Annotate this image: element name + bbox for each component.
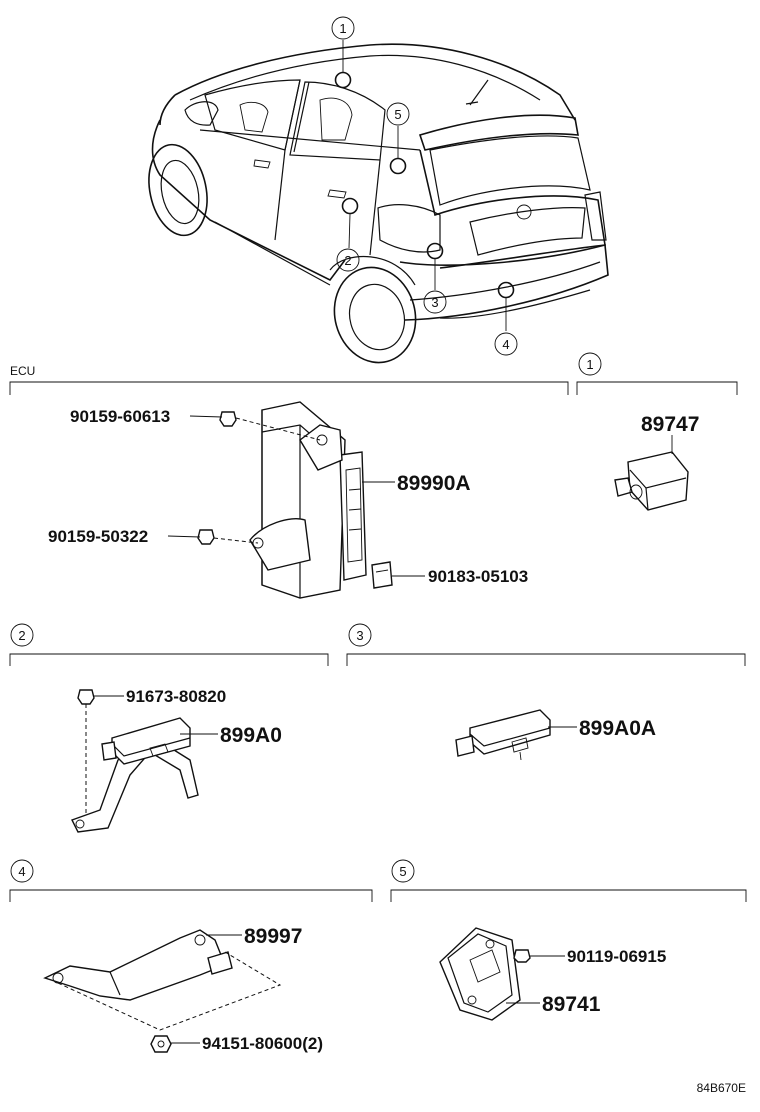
section-ecu-header: ECU <box>9 364 569 395</box>
antenna-89997 <box>43 929 282 1053</box>
car-callout-1: 1 <box>331 16 355 40</box>
svg-text:2: 2 <box>18 628 25 643</box>
bolt-90159-60613-icon <box>219 411 237 427</box>
svg-text:5: 5 <box>399 864 406 879</box>
sensor-89747 <box>614 451 689 511</box>
antenna-899a0 <box>71 689 199 833</box>
ecu-assembly <box>197 401 393 599</box>
part-number-90183-05103[interactable]: 90183-05103 <box>428 567 528 586</box>
antenna-899a0a <box>455 709 551 761</box>
section-5-header: 5 <box>390 859 747 902</box>
part-number-89747[interactable]: 89747 <box>641 413 699 436</box>
svg-text:1: 1 <box>586 357 593 372</box>
part-number-89741[interactable]: 89741 <box>542 993 601 1016</box>
part-number-89990a[interactable]: 89990A <box>397 472 471 495</box>
part-number-90119-06915[interactable]: 90119-06915 <box>567 947 666 966</box>
clip-90183-05103-icon <box>371 561 393 589</box>
svg-text:3: 3 <box>431 295 438 310</box>
car-callout-2: 2 <box>336 248 360 272</box>
bolt-91673-80820-icon <box>77 689 95 705</box>
module-89741 <box>439 927 531 1021</box>
bolt-90159-50322-icon <box>197 529 215 545</box>
svg-text:1: 1 <box>339 21 346 36</box>
section-3-header: 3 <box>346 623 746 666</box>
svg-text:5: 5 <box>394 107 401 122</box>
section-2-header: 2 <box>9 623 329 666</box>
car-callout-5: 5 <box>386 102 410 126</box>
svg-text:4: 4 <box>18 864 25 879</box>
svg-text:4: 4 <box>502 337 509 352</box>
svg-text:ECU: ECU <box>10 364 35 378</box>
car-callout-4: 4 <box>494 332 518 356</box>
nut-94151-80600-icon <box>150 1035 172 1053</box>
car-callout-3: 3 <box>423 290 447 314</box>
part-number-899a0[interactable]: 899A0 <box>220 724 282 747</box>
car-illustration: 1 5 2 3 4 <box>148 16 609 364</box>
part-number-90159-50322[interactable]: 90159-50322 <box>48 527 148 546</box>
section-4-header: 4 <box>9 859 373 902</box>
diagram-id: 84B670E <box>697 1081 746 1095</box>
svg-text:2: 2 <box>344 253 351 268</box>
section-1-header: 1 <box>576 352 738 395</box>
part-number-91673-80820[interactable]: 91673-80820 <box>126 687 226 706</box>
part-number-90159-60613[interactable]: 90159-60613 <box>70 407 170 426</box>
part-number-94151-80600[interactable]: 94151-80600(2) <box>202 1034 323 1053</box>
svg-text:3: 3 <box>356 628 363 643</box>
bolt-90119-06915-icon <box>513 949 531 963</box>
part-number-899a0a[interactable]: 899A0A <box>579 717 656 740</box>
part-number-89997[interactable]: 89997 <box>244 925 302 948</box>
